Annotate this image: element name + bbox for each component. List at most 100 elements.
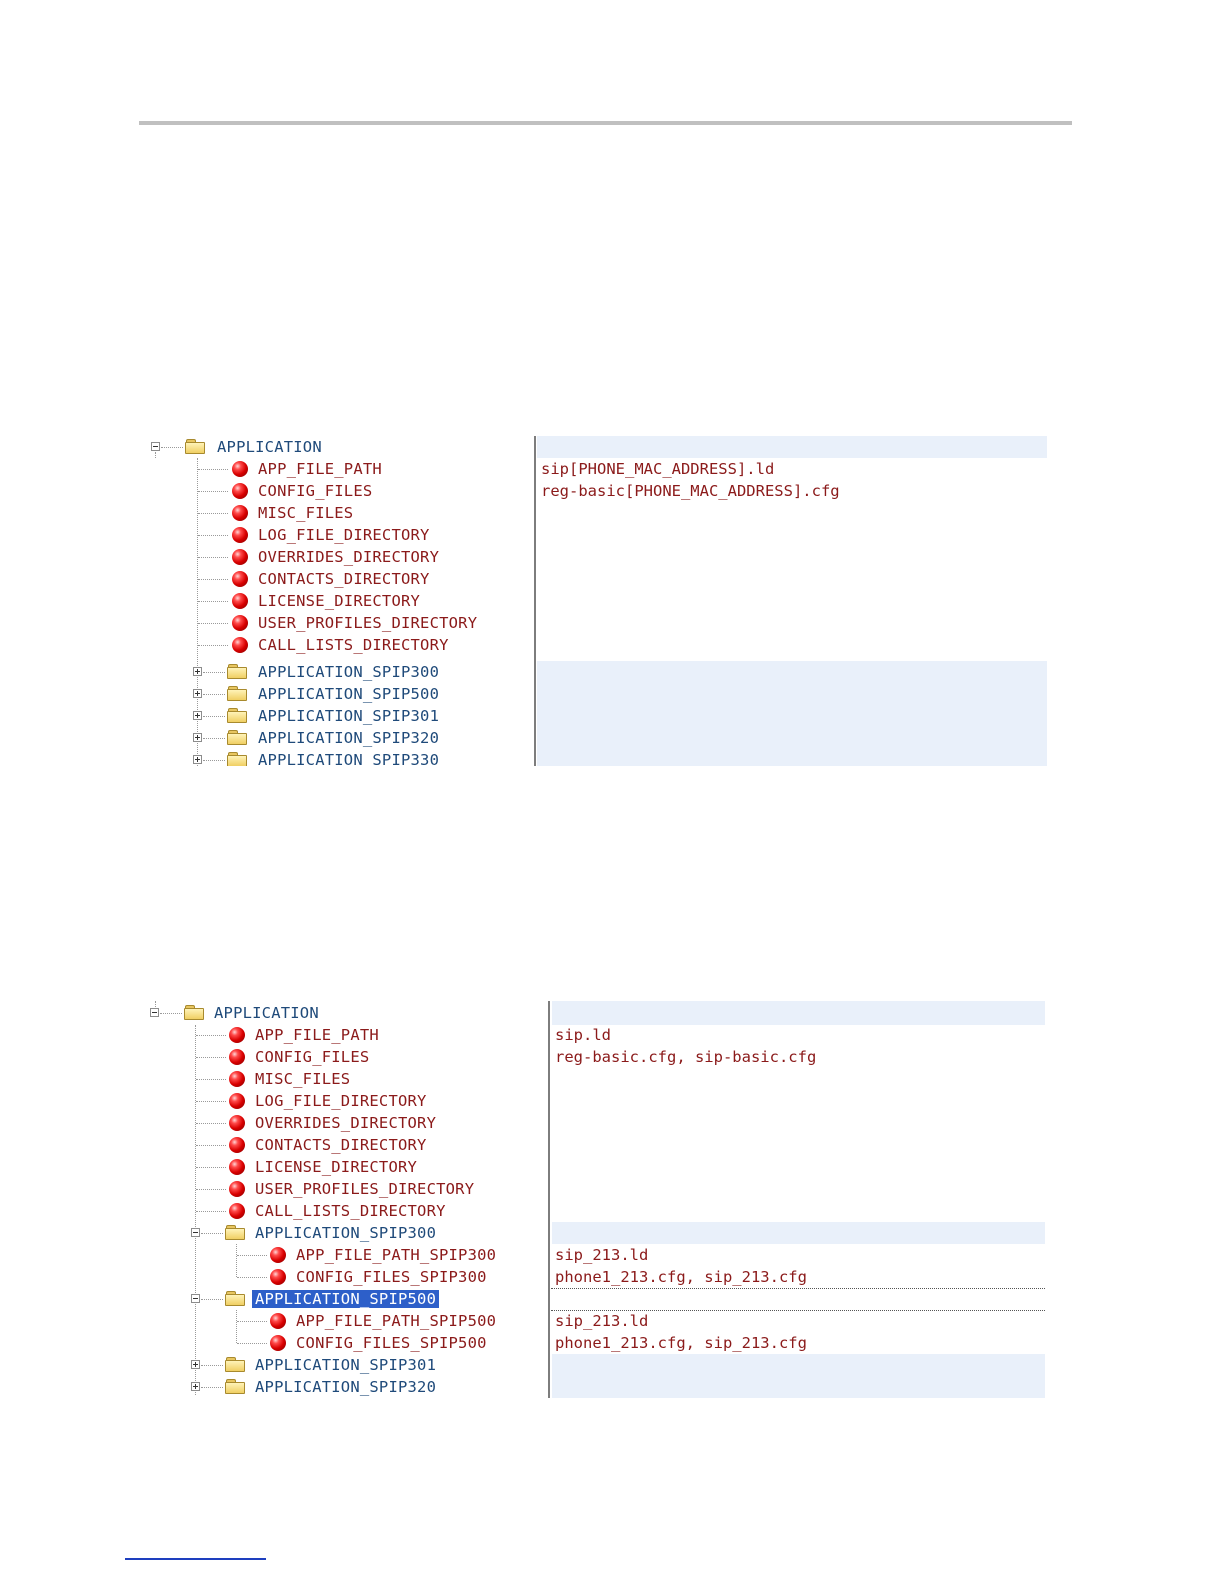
tree-row-application-spip500[interactable]: APPLICATION_SPIP500 <box>145 683 1047 705</box>
parameter-icon <box>232 527 248 543</box>
expand-icon[interactable] <box>191 1360 200 1369</box>
tree-label: MISC_FILES <box>255 1070 351 1088</box>
tree-label: LICENSE_DIRECTORY <box>255 1158 418 1176</box>
value-cell[interactable]: sip[PHONE_MAC_ADDRESS].ld <box>541 460 775 478</box>
collapse-icon[interactable] <box>151 442 160 451</box>
tree-row-overrides-directory[interactable]: OVERRIDES_DIRECTORY <box>145 1112 1045 1134</box>
parameter-icon <box>229 1049 245 1065</box>
parameter-icon <box>229 1093 245 1109</box>
expand-icon[interactable] <box>193 733 202 742</box>
column-splitter[interactable] <box>548 1001 550 1398</box>
tree-row-contacts-directory[interactable]: CONTACTS_DIRECTORY <box>145 568 1047 590</box>
folder-icon <box>227 730 248 745</box>
parameter-icon <box>229 1137 245 1153</box>
expand-icon[interactable] <box>193 755 202 764</box>
expand-icon[interactable] <box>191 1382 200 1391</box>
expand-icon[interactable] <box>193 689 202 698</box>
parameter-icon <box>229 1159 245 1175</box>
column-splitter[interactable] <box>534 436 536 766</box>
parameter-icon <box>232 571 248 587</box>
tree-row-config-files[interactable]: CONFIG_FILES reg-basic[PHONE_MAC_ADDRESS… <box>145 480 1047 502</box>
tree-row-app-file-path-spip300[interactable]: APP_FILE_PATH_SPIP300 sip_213.ld <box>145 1244 1045 1266</box>
tree-row-overrides-directory[interactable]: OVERRIDES_DIRECTORY <box>145 546 1047 568</box>
tree-label: APPLICATION <box>214 1004 319 1022</box>
value-cell[interactable]: sip.ld <box>555 1026 611 1044</box>
parameter-icon <box>270 1313 286 1329</box>
tree-label: APPLICATION_SPIP320 <box>255 1378 437 1396</box>
tree-row-app-file-path-spip500[interactable]: APP_FILE_PATH_SPIP500 sip_213.ld <box>145 1310 1045 1332</box>
folder-icon <box>185 439 206 454</box>
tree-row-application-spip500[interactable]: APPLICATION_SPIP500 <box>145 1288 1045 1311</box>
expand-icon[interactable] <box>193 667 202 676</box>
value-cell[interactable]: phone1_213.cfg, sip_213.cfg <box>555 1268 807 1286</box>
tree-row-config-files-spip500[interactable]: CONFIG_FILES_SPIP500 phone1_213.cfg, sip… <box>145 1332 1045 1354</box>
collapse-icon[interactable] <box>191 1228 200 1237</box>
tree-label: CONFIG_FILES <box>255 1048 370 1066</box>
tree-row-license-directory[interactable]: LICENSE_DIRECTORY <box>145 1156 1045 1178</box>
tree-row-log-file-directory[interactable]: LOG_FILE_DIRECTORY <box>145 524 1047 546</box>
value-cell[interactable]: reg-basic[PHONE_MAC_ADDRESS].cfg <box>541 482 840 500</box>
tree-row-application-spip301[interactable]: APPLICATION_SPIP301 <box>145 705 1047 727</box>
parameter-icon <box>232 549 248 565</box>
parameter-icon <box>229 1071 245 1087</box>
tree-guide <box>236 1310 237 1343</box>
value-cell[interactable]: phone1_213.cfg, sip_213.cfg <box>555 1334 807 1352</box>
tree-row-application-spip330[interactable]: APPLICATION_SPIP330 <box>145 749 1047 766</box>
tree-row-application[interactable]: APPLICATION <box>145 436 1047 458</box>
tree-label: OVERRIDES_DIRECTORY <box>258 548 440 566</box>
tree-row-config-files[interactable]: CONFIG_FILES reg-basic.cfg, sip-basic.cf… <box>145 1046 1045 1068</box>
tree-row-contacts-directory[interactable]: CONTACTS_DIRECTORY <box>145 1134 1045 1156</box>
tree-label: APPLICATION_SPIP300 <box>255 1224 437 1242</box>
value-column-shade <box>552 1354 1045 1398</box>
tree-row-config-files-spip300[interactable]: CONFIG_FILES_SPIP300 phone1_213.cfg, sip… <box>145 1266 1045 1288</box>
value-column-shade <box>537 661 1047 766</box>
tree-row-user-profiles-directory[interactable]: USER_PROFILES_DIRECTORY <box>145 612 1047 634</box>
tree-row-app-file-path[interactable]: APP_FILE_PATH sip.ld <box>145 1024 1045 1046</box>
tree-label: APPLICATION_SPIP330 <box>258 751 440 766</box>
parameter-icon <box>270 1269 286 1285</box>
tree-label: CONTACTS_DIRECTORY <box>258 570 430 588</box>
tree-label: APPLICATION_SPIP301 <box>258 707 440 725</box>
tree-label: APP_FILE_PATH <box>255 1026 379 1044</box>
parameter-icon <box>232 593 248 609</box>
tree-label: CONFIG_FILES <box>258 482 373 500</box>
collapse-icon[interactable] <box>191 1294 200 1303</box>
selection-focus-outline <box>551 1288 1045 1311</box>
tree-row-misc-files[interactable]: MISC_FILES <box>145 502 1047 524</box>
parameter-icon <box>232 483 248 499</box>
tree-label: CONFIG_FILES_SPIP500 <box>296 1334 487 1352</box>
tree-label: APP_FILE_PATH_SPIP500 <box>296 1312 497 1330</box>
tree-label: LOG_FILE_DIRECTORY <box>255 1092 427 1110</box>
tree-label: CALL_LISTS_DIRECTORY <box>255 1202 446 1220</box>
tree-row-application-spip320[interactable]: APPLICATION_SPIP320 <box>145 1376 1045 1398</box>
expand-icon[interactable] <box>193 711 202 720</box>
value-cell[interactable]: reg-basic.cfg, sip-basic.cfg <box>555 1048 817 1066</box>
tree-row-application-spip301[interactable]: APPLICATION_SPIP301 <box>145 1354 1045 1376</box>
tree-label: APPLICATION_SPIP301 <box>255 1356 437 1374</box>
tree-label: USER_PROFILES_DIRECTORY <box>258 614 478 632</box>
tree-row-call-lists-directory[interactable]: CALL_LISTS_DIRECTORY <box>145 1200 1045 1222</box>
folder-icon <box>225 1291 246 1306</box>
value-column-shade <box>552 1222 1045 1244</box>
tree-row-call-lists-directory[interactable]: CALL_LISTS_DIRECTORY <box>145 634 1047 656</box>
parameter-icon <box>270 1247 286 1263</box>
tree-guide <box>195 1025 196 1395</box>
tree-row-app-file-path[interactable]: APP_FILE_PATH sip[PHONE_MAC_ADDRESS].ld <box>145 458 1047 480</box>
collapse-icon[interactable] <box>150 1008 159 1017</box>
tree-row-misc-files[interactable]: MISC_FILES <box>145 1068 1045 1090</box>
tree-row-application-spip300[interactable]: APPLICATION_SPIP300 <box>145 1222 1045 1244</box>
tree-row-license-directory[interactable]: LICENSE_DIRECTORY <box>145 590 1047 612</box>
folder-icon <box>225 1379 246 1394</box>
tree-label: LICENSE_DIRECTORY <box>258 592 421 610</box>
parameter-icon <box>232 615 248 631</box>
tree-row-log-file-directory[interactable]: LOG_FILE_DIRECTORY <box>145 1090 1045 1112</box>
value-cell[interactable]: sip_213.ld <box>555 1246 649 1264</box>
value-cell[interactable]: sip_213.ld <box>555 1312 649 1330</box>
tree-label: CALL_LISTS_DIRECTORY <box>258 636 449 654</box>
tree-row-application-spip320[interactable]: APPLICATION_SPIP320 <box>145 727 1047 749</box>
tree-row-user-profiles-directory[interactable]: USER_PROFILES_DIRECTORY <box>145 1178 1045 1200</box>
value-column-shade <box>552 1001 1045 1025</box>
tree-row-application-spip300[interactable]: APPLICATION_SPIP300 <box>145 661 1047 683</box>
folder-icon <box>225 1357 246 1372</box>
tree-row-application[interactable]: APPLICATION <box>145 1002 1045 1024</box>
